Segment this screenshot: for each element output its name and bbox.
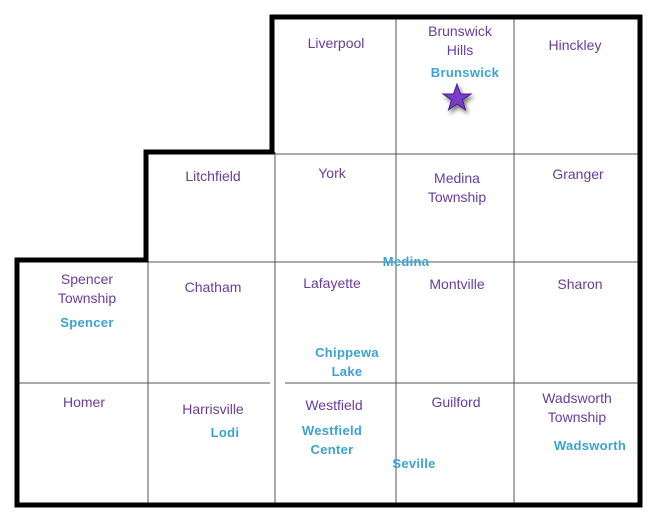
township-label-line: Hills: [446, 42, 474, 58]
township-harrisville: Harrisville: [182, 401, 244, 417]
township-grid: [17, 17, 640, 505]
township-brunswick-hills: Brunswick Hills: [428, 22, 492, 60]
township-lafayette: Lafayette: [303, 275, 361, 291]
place-seville: Seville: [392, 456, 436, 471]
township-litchfield: Litchfield: [185, 168, 241, 184]
place-label-line: Lake: [331, 364, 363, 379]
township-label-line: Township: [427, 189, 487, 205]
star-icon: [441, 82, 473, 112]
place-brunswick: Brunswick: [430, 65, 500, 80]
place-spencer: Spencer: [60, 315, 114, 330]
township-label-line: Township: [57, 290, 117, 306]
township-label-line: Township: [547, 409, 607, 425]
township-york: York: [318, 165, 346, 181]
place-westfield-center: Westfield Center: [302, 421, 362, 459]
place-label-line: Chippewa: [315, 345, 379, 360]
township-spencer: Spencer Township: [58, 270, 116, 308]
place-wadsworth: Wadsworth: [553, 438, 627, 453]
township-medina: Medina Township: [428, 169, 486, 207]
township-sharon: Sharon: [557, 276, 603, 292]
township-wadsworth: Wadsworth Township: [542, 389, 612, 427]
township-montville: Montville: [429, 276, 485, 292]
place-label-line: Westfield: [301, 423, 363, 438]
township-hinckley: Hinckley: [548, 37, 602, 53]
township-homer: Homer: [62, 394, 106, 410]
place-lodi: Lodi: [210, 425, 240, 440]
township-granger: Granger: [552, 166, 604, 182]
place-chippewa-lake: Chippewa Lake: [315, 343, 379, 381]
county-boundary: [14, 14, 643, 508]
place-label-line: Center: [310, 442, 354, 457]
township-westfield: Westfield: [305, 397, 363, 413]
township-guilford: Guilford: [431, 394, 481, 410]
township-label-line: Brunswick: [428, 23, 492, 39]
township-label-line: Medina: [434, 170, 480, 186]
township-liverpool: Liverpool: [307, 35, 365, 51]
township-label-line: Wadsworth: [542, 390, 612, 406]
township-chatham: Chatham: [184, 279, 242, 295]
township-label-line: Spencer: [60, 271, 114, 287]
place-medina: Medina: [382, 254, 430, 269]
